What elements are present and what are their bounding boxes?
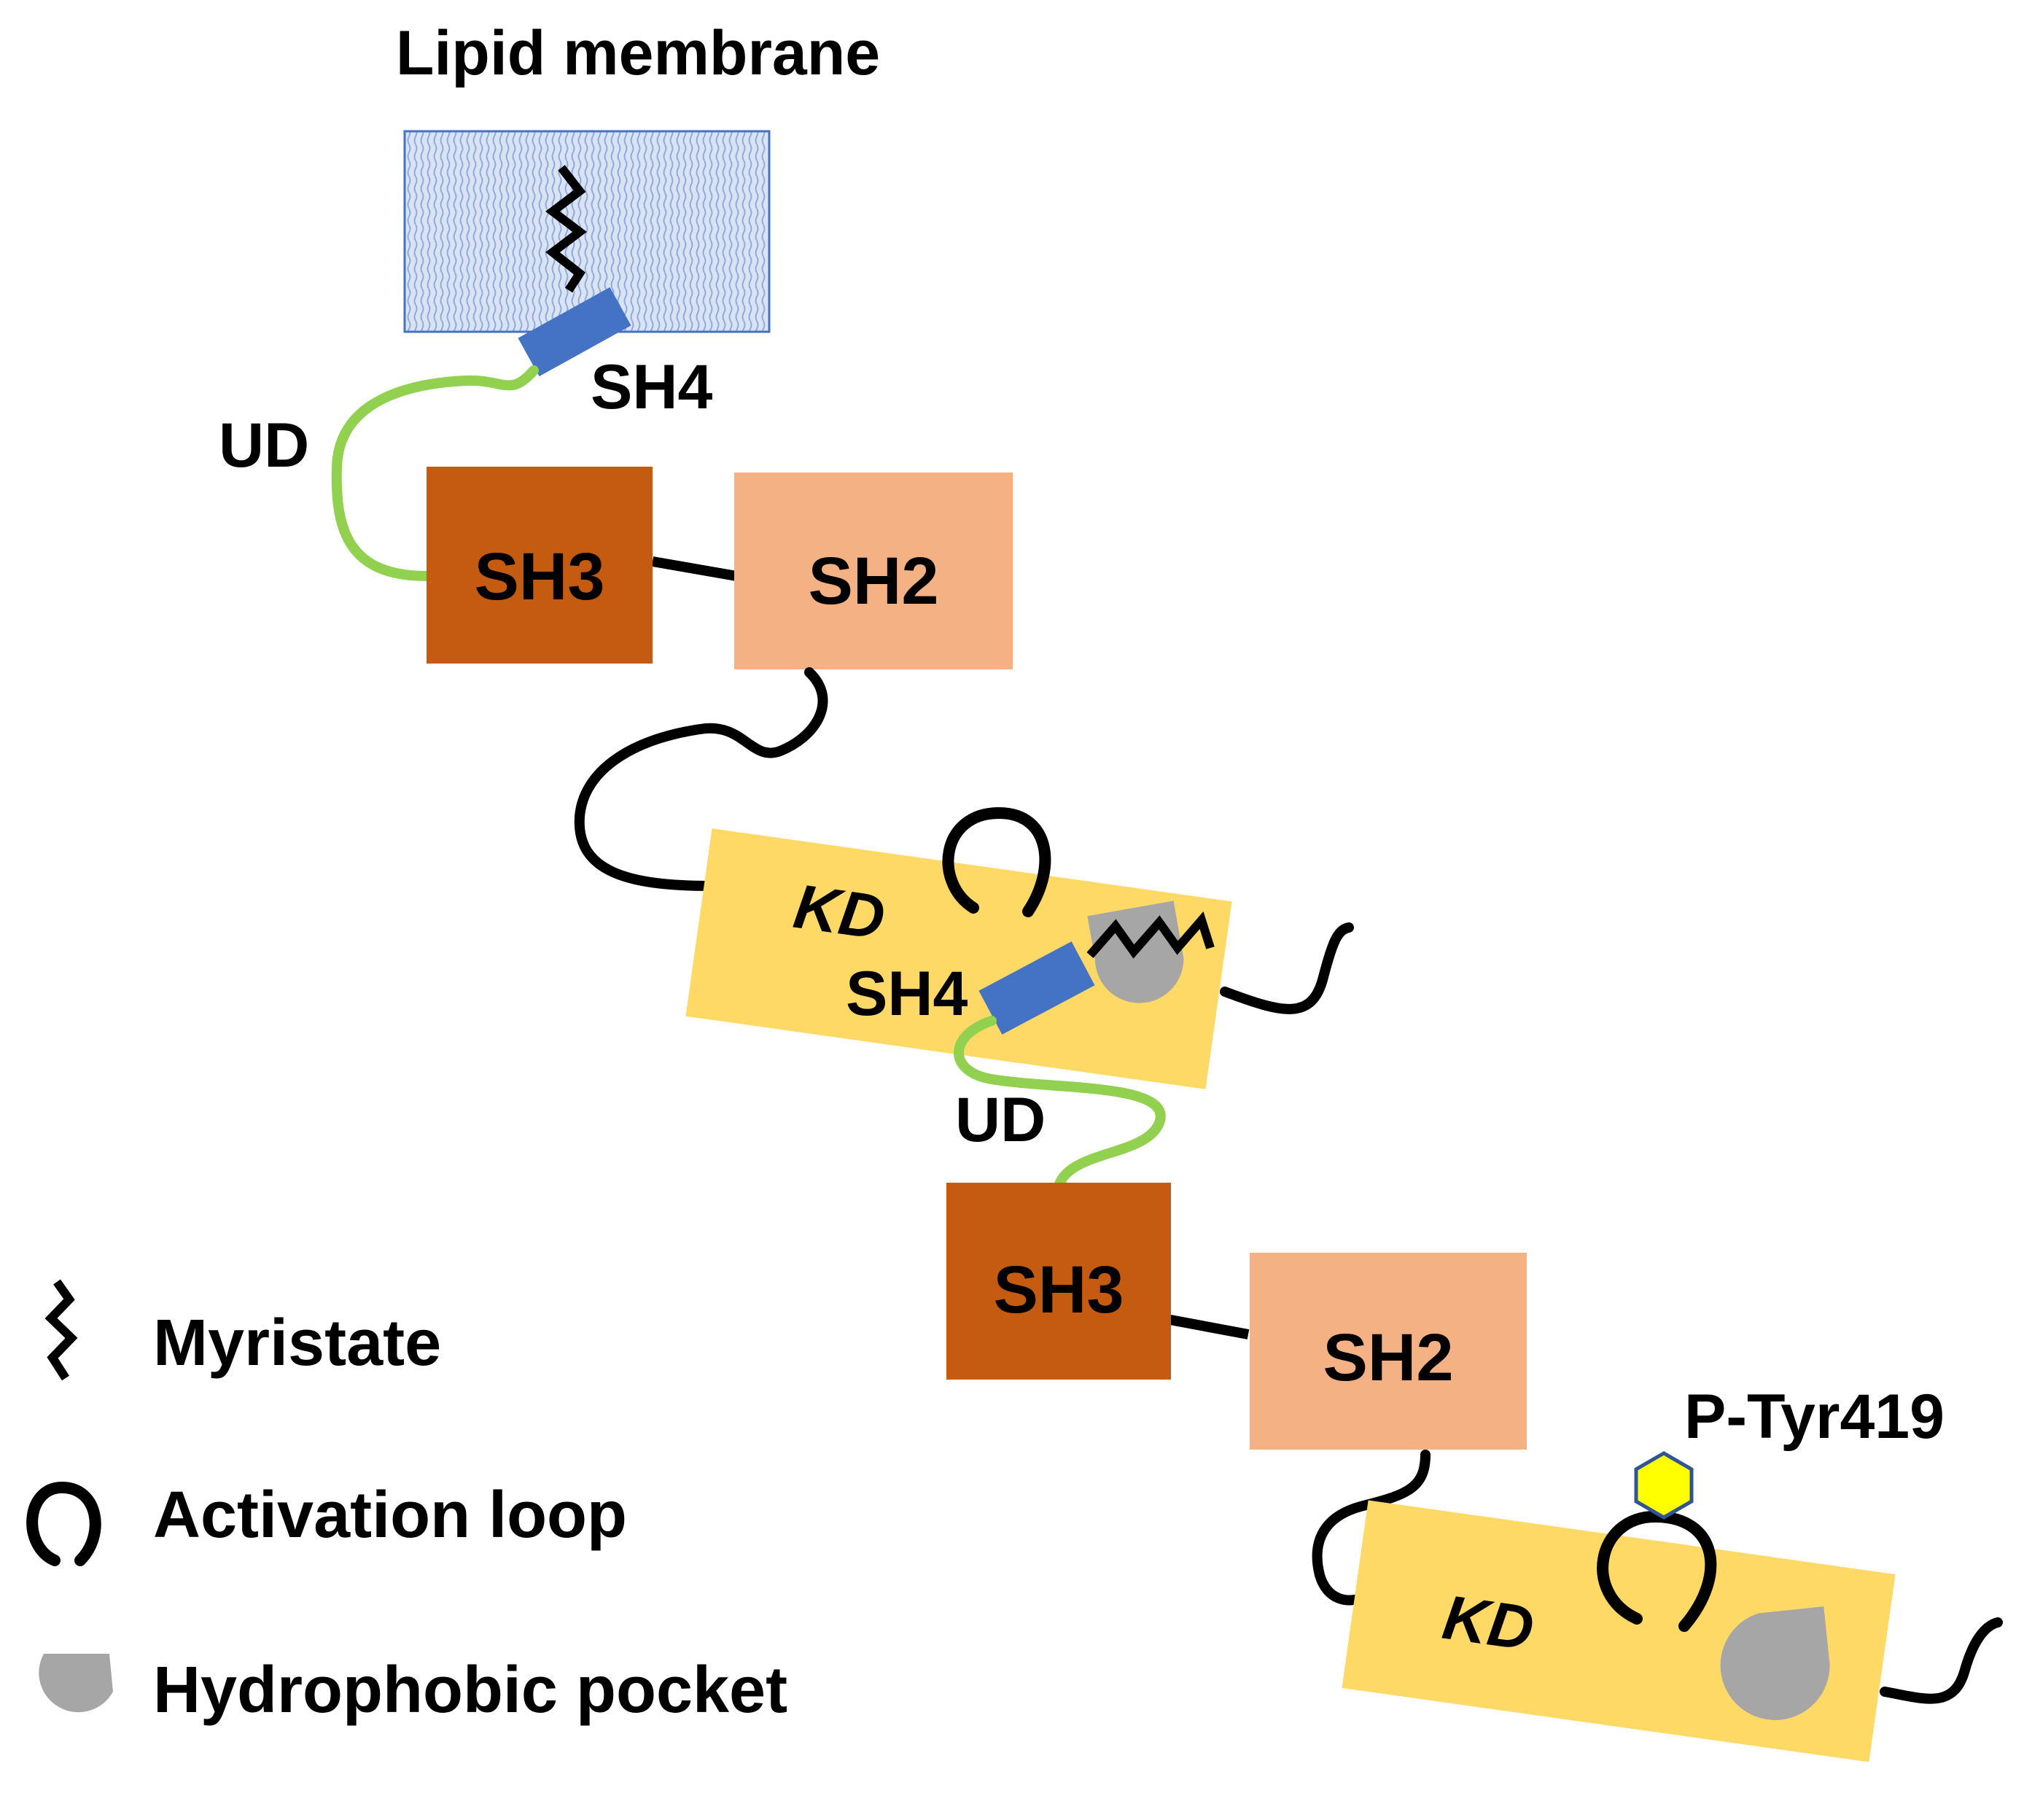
upper-ud-label: UD <box>219 411 309 481</box>
middle-kd-domain <box>685 828 1232 1089</box>
upper-sh4-label: SH4 <box>591 352 712 422</box>
middle-sh3-label: SH3 <box>994 1253 1124 1327</box>
lower-activation-loop <box>1597 1510 1717 1632</box>
upper-sh2-label: SH2 <box>809 544 939 618</box>
lower-kd-label: KD <box>1439 1582 1538 1664</box>
myristate-icon <box>545 165 587 293</box>
middle-sh4-label: SH4 <box>846 959 968 1029</box>
upper-ud-linker <box>331 365 539 581</box>
legend: Myristate Activation loop Hydrophobic po… <box>26 1279 787 1727</box>
middle-activation-loop <box>942 806 1051 917</box>
lipid-membrane <box>403 130 771 333</box>
legend-myristate-label: Myristate <box>153 1307 441 1380</box>
phospho-tyr-hexagon <box>1634 1451 1694 1520</box>
middle-sh2-kd-linker <box>1312 1450 1431 1606</box>
upper-sh3-label: SH3 <box>475 540 605 614</box>
hydrophobic-pocket-icon <box>39 1654 113 1713</box>
upper-sh2-domain <box>734 472 1013 669</box>
middle-sh2-label: SH2 <box>1323 1321 1454 1395</box>
middle-c-tail <box>1220 922 1354 1014</box>
middle-sh4-domain <box>978 941 1095 1035</box>
phospho-tyr-label: P-Tyr419 <box>1684 1382 1945 1452</box>
legend-hydrophobic-pocket-label: Hydrophobic pocket <box>153 1654 787 1727</box>
myristate-icon <box>44 1279 78 1381</box>
activation-loop-icon <box>26 1481 101 1566</box>
upper-sh2-kd-linker <box>574 667 828 891</box>
upper-sh3-sh2-linker <box>651 556 738 581</box>
middle-sh3-domain <box>946 1183 1171 1380</box>
lower-hydrophobic-pocket <box>1720 1606 1830 1720</box>
middle-sh2-domain <box>1250 1253 1527 1450</box>
middle-kd-label: KD <box>790 871 889 953</box>
middle-sh3-sh2-linker <box>1169 1315 1250 1339</box>
upper-sh4-domain <box>518 287 631 377</box>
upper-sh3-domain <box>427 467 653 664</box>
membrane-title: Lipid membrane <box>396 18 880 88</box>
middle-myristate <box>1086 911 1215 959</box>
lower-c-tail <box>1880 1617 2003 1704</box>
middle-ud-linker <box>954 1016 1166 1201</box>
middle-ud-label: UD <box>955 1085 1046 1155</box>
legend-activation-loop-label: Activation loop <box>153 1479 627 1552</box>
